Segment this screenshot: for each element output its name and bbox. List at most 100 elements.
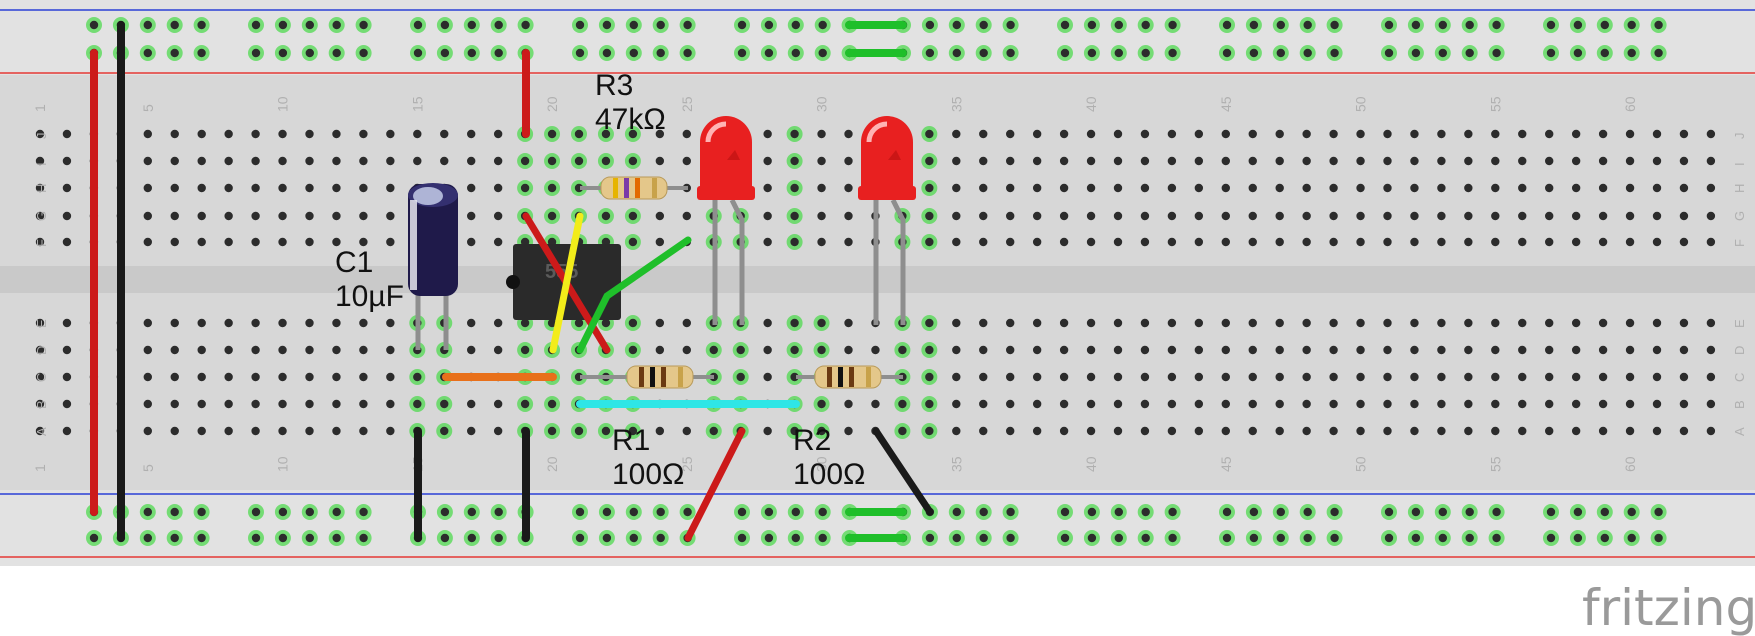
hole[interactable] [1438, 507, 1448, 517]
hole[interactable] [1410, 426, 1419, 436]
hole[interactable] [1625, 426, 1635, 436]
hole[interactable] [601, 211, 611, 221]
hole[interactable] [925, 533, 935, 543]
hole[interactable] [62, 129, 72, 139]
hole[interactable] [601, 156, 611, 166]
hole[interactable] [170, 129, 179, 139]
hole[interactable] [1598, 372, 1608, 382]
hole[interactable] [170, 372, 179, 382]
hole[interactable] [440, 129, 449, 139]
hole[interactable] [332, 129, 341, 139]
led-2[interactable] [858, 116, 916, 200]
hole[interactable] [224, 318, 233, 328]
hole[interactable] [979, 211, 988, 221]
hole[interactable] [1303, 20, 1312, 30]
hole[interactable] [979, 345, 988, 355]
hole[interactable] [1492, 533, 1501, 543]
hole[interactable] [1491, 211, 1500, 221]
hole[interactable] [790, 129, 799, 139]
hole[interactable] [305, 372, 314, 382]
hole[interactable] [1222, 48, 1232, 58]
hole[interactable] [332, 156, 341, 166]
hole[interactable] [790, 318, 799, 328]
hole[interactable] [655, 237, 665, 247]
hole[interactable] [143, 318, 152, 328]
hole[interactable] [1464, 237, 1473, 247]
hole[interactable] [764, 533, 774, 543]
capacitor-c1[interactable] [408, 183, 458, 296]
hole[interactable] [332, 399, 341, 409]
hole[interactable] [520, 345, 530, 355]
hole[interactable] [1006, 399, 1015, 409]
hole[interactable] [979, 183, 988, 193]
hole[interactable] [1464, 372, 1473, 382]
hole[interactable] [224, 399, 233, 409]
hole[interactable] [1410, 318, 1419, 328]
hole[interactable] [440, 20, 450, 30]
hole[interactable] [602, 533, 612, 543]
hole[interactable] [1491, 372, 1500, 382]
hole[interactable] [143, 156, 152, 166]
hole[interactable] [1087, 48, 1097, 58]
hole[interactable] [413, 399, 422, 409]
hole[interactable] [1492, 507, 1501, 517]
hole[interactable] [62, 237, 72, 247]
hole[interactable] [1249, 533, 1259, 543]
hole[interactable] [1302, 318, 1311, 328]
hole[interactable] [1113, 156, 1123, 166]
hole[interactable] [1221, 211, 1231, 221]
hole[interactable] [493, 183, 503, 193]
hole[interactable] [1356, 237, 1365, 247]
hole[interactable] [1410, 211, 1419, 221]
hole[interactable] [1032, 211, 1042, 221]
hole[interactable] [1491, 345, 1500, 355]
hole[interactable] [1167, 426, 1177, 436]
hole[interactable] [467, 237, 476, 247]
hole[interactable] [925, 48, 935, 58]
hole[interactable] [251, 345, 260, 355]
hole[interactable] [224, 129, 233, 139]
hole[interactable] [952, 399, 961, 409]
hole[interactable] [1464, 183, 1473, 193]
hole[interactable] [1437, 183, 1446, 193]
hole[interactable] [467, 129, 476, 139]
hole[interactable] [1248, 399, 1257, 409]
hole[interactable] [1706, 183, 1716, 193]
hole[interactable] [952, 156, 961, 166]
hole[interactable] [1329, 426, 1338, 436]
hole[interactable] [1086, 183, 1096, 193]
hole[interactable] [1222, 507, 1232, 517]
hole[interactable] [763, 156, 772, 166]
hole[interactable] [62, 318, 72, 328]
hole[interactable] [683, 20, 692, 30]
hole[interactable] [251, 318, 260, 328]
hole[interactable] [143, 507, 152, 517]
hole[interactable] [1571, 318, 1581, 328]
hole[interactable] [1518, 183, 1527, 193]
hole[interactable] [278, 399, 287, 409]
hole[interactable] [332, 426, 341, 436]
hole[interactable] [925, 237, 934, 247]
hole[interactable] [467, 507, 476, 517]
hole[interactable] [1141, 20, 1150, 30]
hole[interactable] [170, 399, 179, 409]
hole[interactable] [1140, 345, 1150, 355]
hole[interactable] [493, 318, 503, 328]
resistor-r3[interactable] [580, 176, 688, 200]
hole[interactable] [1437, 129, 1446, 139]
hole[interactable] [1679, 183, 1689, 193]
hole[interactable] [1438, 48, 1448, 58]
hole[interactable] [494, 507, 503, 517]
hole[interactable] [440, 426, 449, 436]
hole[interactable] [656, 20, 665, 30]
hole[interactable] [1437, 211, 1446, 221]
hole[interactable] [1598, 183, 1608, 193]
hole[interactable] [1302, 372, 1311, 382]
hole[interactable] [1248, 237, 1257, 247]
hole[interactable] [62, 211, 72, 221]
hole[interactable] [1411, 533, 1421, 543]
hole[interactable] [170, 237, 179, 247]
hole[interactable] [1221, 237, 1231, 247]
hole[interactable] [979, 129, 988, 139]
hole[interactable] [656, 507, 665, 517]
